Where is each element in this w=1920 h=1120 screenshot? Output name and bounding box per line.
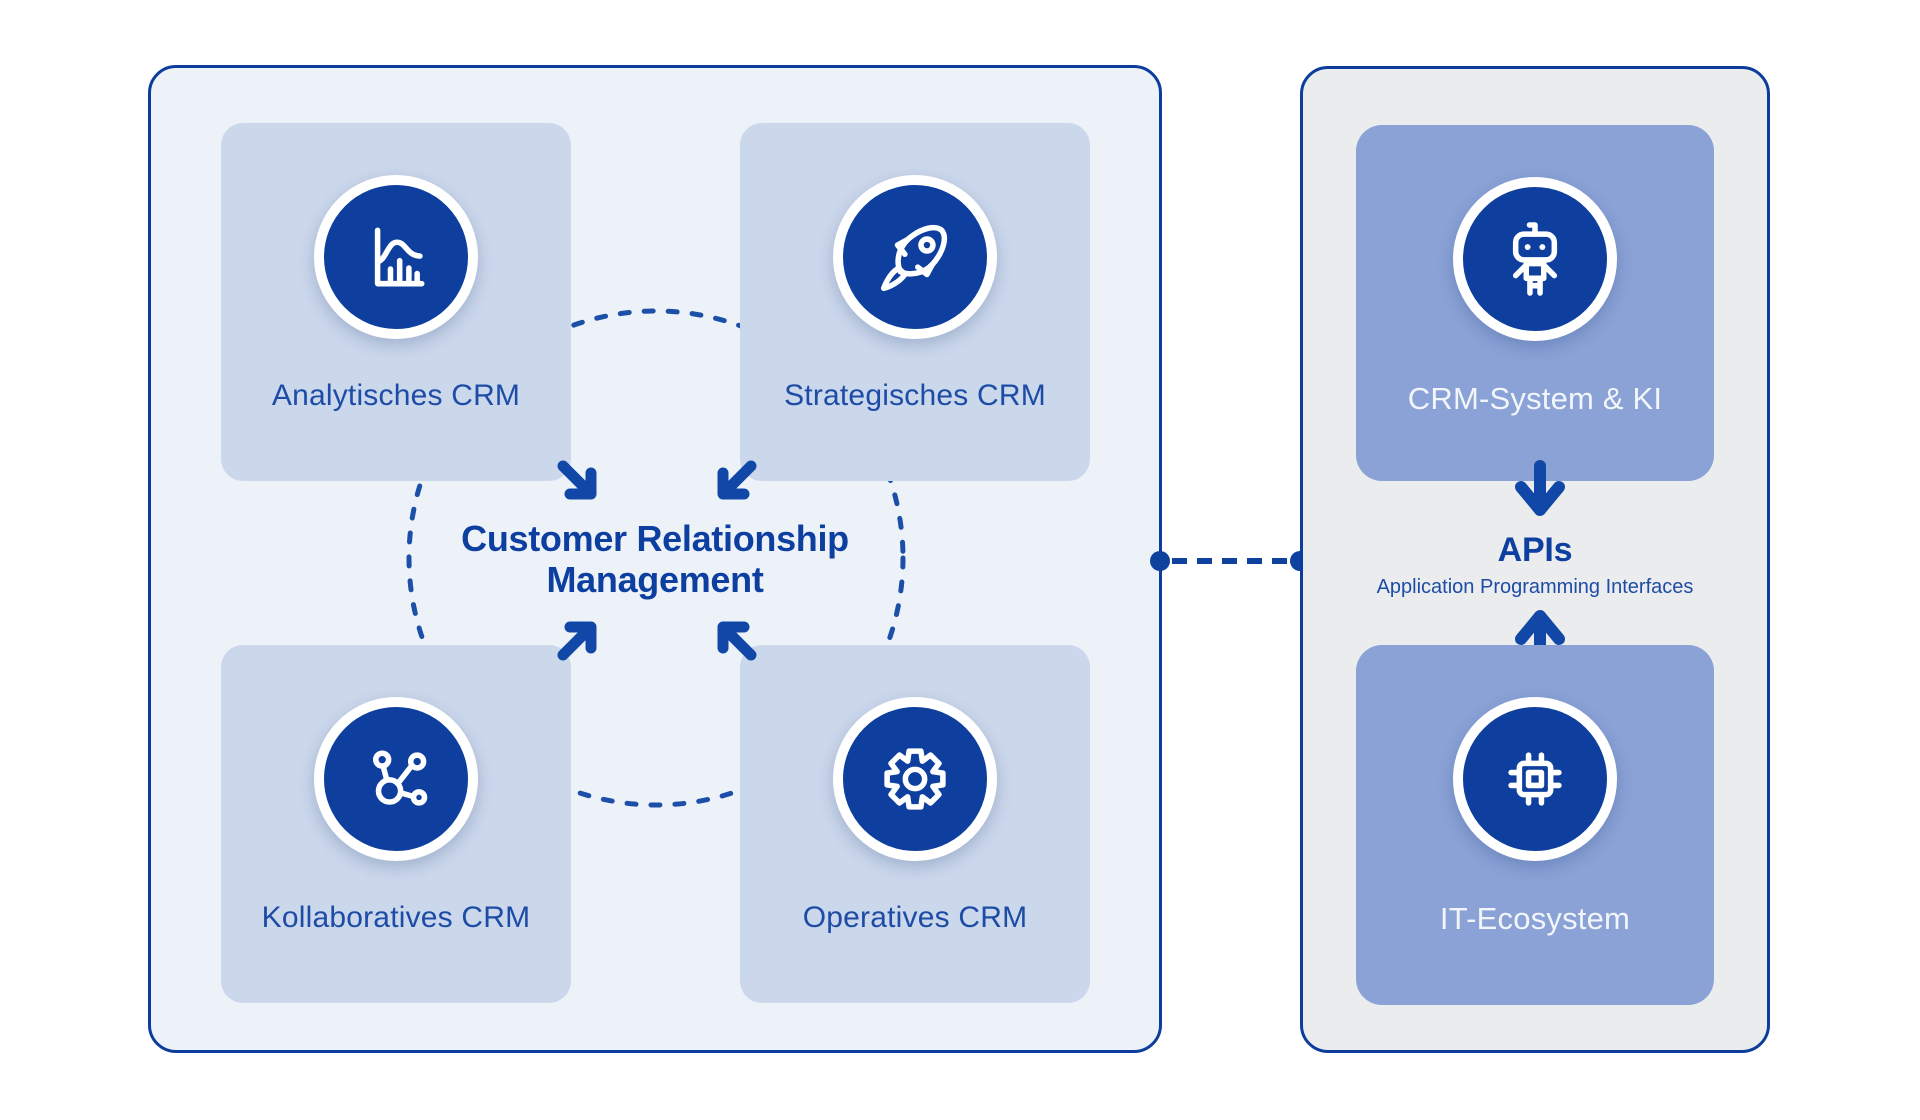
arrow-inward-top-left-icon bbox=[557, 460, 597, 500]
card-crm-system-ki: CRM-System & KI bbox=[1356, 125, 1714, 481]
card-operatives-crm: Operatives CRM bbox=[740, 645, 1090, 1003]
center-title-line2: Management bbox=[546, 559, 764, 600]
card-label: Operatives CRM bbox=[802, 901, 1028, 934]
icon-circle bbox=[1453, 177, 1617, 341]
arrow-inward-bottom-left-icon bbox=[557, 621, 597, 661]
arrow-inward-bottom-right-icon bbox=[717, 621, 757, 661]
integration-panel: CRM-System & KI APIs Application Program… bbox=[1300, 66, 1770, 1053]
icon-circle bbox=[1453, 697, 1617, 861]
robot-icon bbox=[1512, 222, 1558, 296]
icon-circle bbox=[833, 697, 997, 861]
icon-circle bbox=[314, 175, 478, 339]
card-kollaboratives-crm: Kollaboratives CRM bbox=[221, 645, 571, 1003]
card-label: Strategisches CRM bbox=[784, 379, 1046, 412]
card-label: Analytisches CRM bbox=[271, 379, 521, 412]
panel-connector-line bbox=[1150, 551, 1310, 571]
api-block: APIs Application Programming Interfaces bbox=[1303, 531, 1767, 599]
center-title: Customer Relationship Management bbox=[151, 518, 1159, 600]
dashed-circle bbox=[406, 308, 906, 808]
icon-circle bbox=[833, 175, 997, 339]
arrow-inward-top-right-icon bbox=[717, 460, 757, 500]
api-title: APIs bbox=[1497, 531, 1573, 569]
arrow-down-icon bbox=[1515, 460, 1565, 516]
chip-icon bbox=[1508, 752, 1562, 806]
card-it-ecosystem: IT-Ecosystem bbox=[1356, 645, 1714, 1005]
card-label: IT-Ecosystem bbox=[1439, 901, 1631, 936]
icon-circle bbox=[314, 697, 478, 861]
network-icon bbox=[373, 750, 428, 806]
card-strategisches-crm: Strategisches CRM bbox=[740, 123, 1090, 481]
center-title-line1: Customer Relationship bbox=[461, 518, 849, 559]
gear-icon bbox=[884, 748, 946, 810]
rocket-icon bbox=[880, 224, 948, 292]
card-analytisches-crm: Analytisches CRM bbox=[221, 123, 571, 481]
card-label: CRM-System & KI bbox=[1407, 381, 1663, 416]
bar-chart-icon bbox=[374, 227, 425, 287]
card-label: Kollaboratives CRM bbox=[261, 901, 531, 934]
api-subtitle: Application Programming Interfaces bbox=[1376, 576, 1694, 598]
crm-panel: Analytisches CRM Strategisches CRM bbox=[148, 65, 1162, 1053]
